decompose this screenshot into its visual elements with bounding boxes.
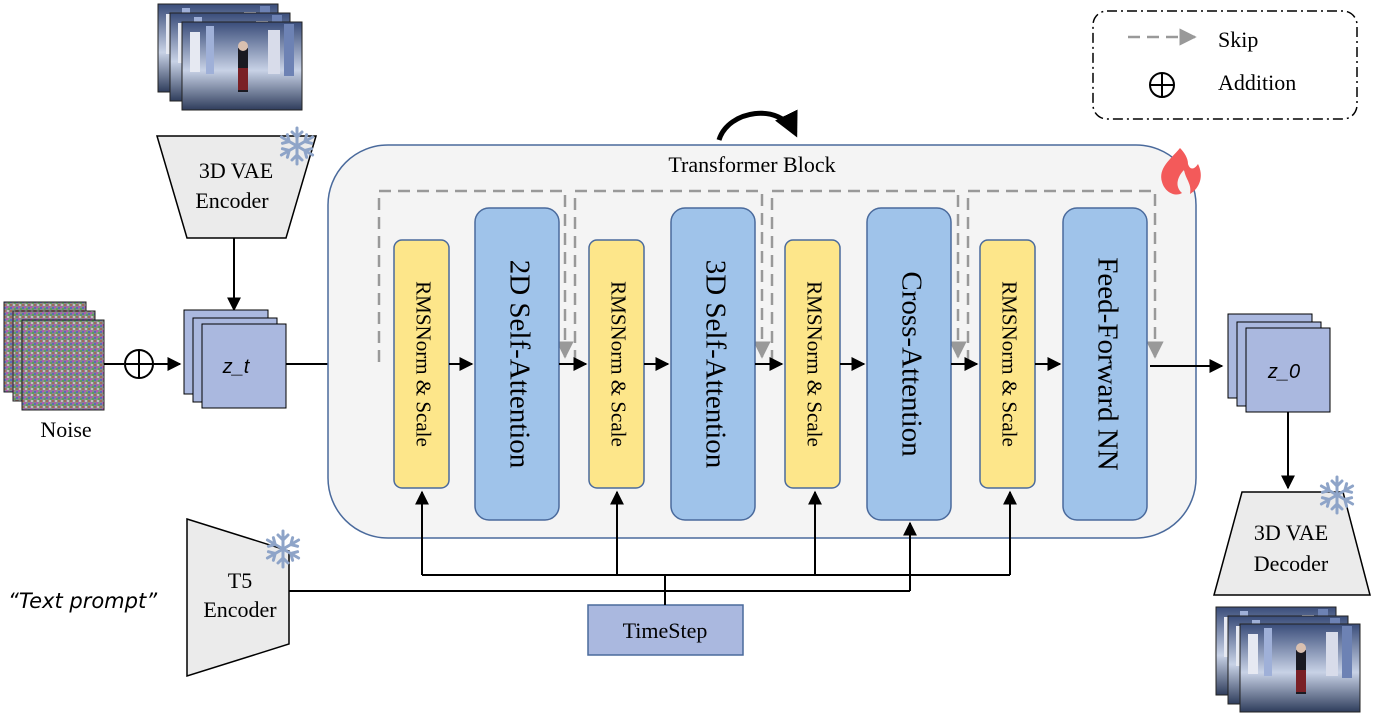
noise-frames — [3, 301, 105, 411]
vae-decoder-line2: Decoder — [1254, 551, 1329, 576]
rmsnorm-label: RMSNorm & Scale — [607, 281, 631, 447]
noise-label: Noise — [40, 417, 91, 442]
module-box-4 — [1062, 207, 1148, 521]
vae-encoder-line2: Encoder — [195, 188, 269, 213]
vae-decoder-line1: 3D VAE — [1254, 520, 1328, 545]
vae-encoder-line1: 3D VAE — [199, 158, 273, 183]
skip-connections — [377, 189, 1164, 362]
latent-zt: z_t — [183, 309, 287, 409]
rmsnorm-label: RMSNorm & Scale — [998, 281, 1022, 447]
input-video-frames — [157, 3, 303, 111]
legend: Skip Addition — [1092, 10, 1358, 120]
text-prompt: “Text prompt” — [8, 589, 158, 613]
latent-z0: z_0 — [1227, 313, 1331, 413]
circle-plus-icon — [1149, 72, 1175, 98]
conditioning-lines — [289, 490, 1017, 605]
timestep-label: TimeStep — [623, 618, 708, 643]
output-video-frames — [1215, 606, 1361, 713]
curved-arrow-icon — [716, 109, 798, 141]
rmsnorm-label: RMSNorm & Scale — [803, 281, 827, 447]
transformer-modules: RMSNorm & Scale 2D Self-Attention RMSNorm … — [393, 207, 1148, 521]
flame-icon — [1161, 148, 1201, 195]
circle-plus-icon — [124, 349, 154, 379]
vae-encoder: 3D VAE Encoder — [155, 126, 318, 239]
module-label-1: 2D Self-Attention — [503, 260, 535, 469]
rmsnorm-label: RMSNorm & Scale — [412, 281, 436, 447]
transformer-block-title: Transformer Block — [668, 152, 835, 177]
vae-decoder: 3D VAE Decoder — [1213, 475, 1371, 596]
legend-skip-label: Skip — [1218, 27, 1258, 52]
latent-zt-label: z_t — [222, 356, 251, 378]
timestep-box: TimeStep — [587, 604, 744, 656]
module-label-4: Feed-Forward NN — [1091, 257, 1123, 470]
module-label-3: Cross-Attention — [895, 271, 927, 457]
t5-encoder-line1: T5 — [228, 568, 252, 593]
t5-encoder: T5 Encoder — [186, 517, 301, 678]
t5-encoder-line2: Encoder — [203, 597, 277, 622]
module-label-2: 3D Self-Attention — [699, 260, 731, 469]
latent-z0-label: z_0 — [1267, 361, 1300, 383]
legend-addition-label: Addition — [1218, 70, 1296, 95]
